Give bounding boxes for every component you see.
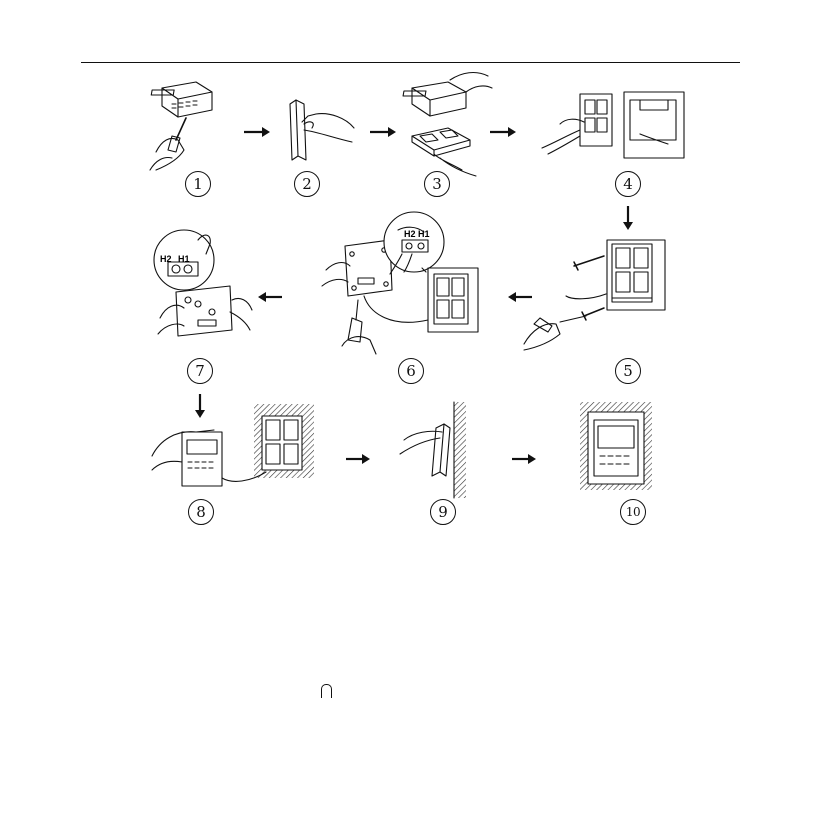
step7-h1-label: H1 <box>178 254 190 264</box>
step10-illustration <box>580 402 652 490</box>
step1-illustration <box>150 82 212 170</box>
arrow-right-icon <box>512 454 536 464</box>
arrow-left-icon <box>258 292 282 302</box>
step-number-6: 6 <box>398 358 424 384</box>
step6-h2-label: H2 <box>404 229 416 239</box>
arrow-right-icon <box>346 454 370 464</box>
step3-illustration <box>403 73 492 176</box>
step7-h2-label: H2 <box>160 254 172 264</box>
step-number-5: 5 <box>615 358 641 384</box>
arrow-down-icon <box>623 206 633 230</box>
arrow-left-icon <box>508 292 532 302</box>
step-number-8: 8 <box>188 499 214 525</box>
step-number-10: 10 <box>620 499 646 525</box>
step6-illustration <box>322 212 478 354</box>
step-number-4: 4 <box>615 171 641 197</box>
arrow-right-icon <box>370 127 396 137</box>
step-number-1: 1 <box>185 171 211 197</box>
step8-illustration <box>152 404 314 486</box>
step4-illustration <box>542 92 684 158</box>
step-number-7: 7 <box>187 358 213 384</box>
step2-illustration <box>290 100 354 160</box>
step-number-2: 2 <box>294 171 320 197</box>
step-number-3: 3 <box>424 171 450 197</box>
step7-illustration <box>154 230 252 336</box>
arrow-right-icon <box>490 127 516 137</box>
step5-illustration <box>524 240 665 350</box>
step-number-9: 9 <box>430 499 456 525</box>
arrow-down-icon <box>195 394 205 418</box>
step9-illustration <box>400 402 466 498</box>
arrow-right-icon <box>244 127 270 137</box>
page-glyph-icon <box>321 684 332 698</box>
step6-h1-label: H1 <box>418 229 430 239</box>
